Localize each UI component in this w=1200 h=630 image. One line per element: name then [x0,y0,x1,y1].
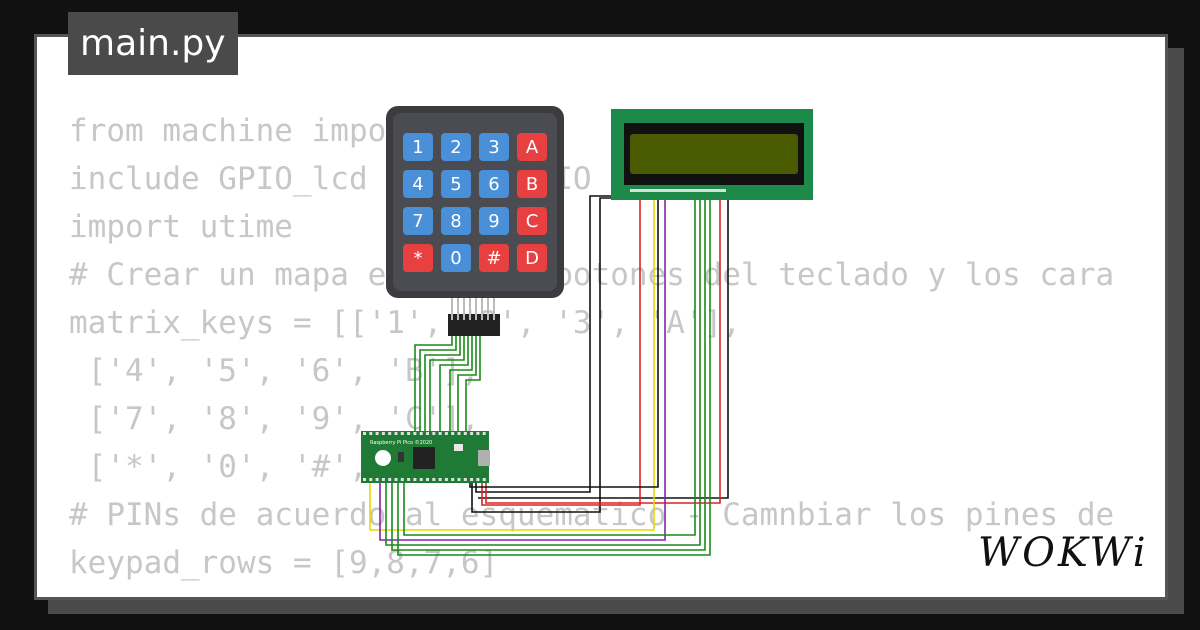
keypad-key-6[interactable]: 6 [479,170,509,198]
keypad-key-5[interactable]: 5 [441,170,471,198]
keypad-key-0[interactable]: 0 [441,244,471,272]
keypad-key-3[interactable]: 3 [479,133,509,161]
keypad-key-label: 2 [450,137,461,158]
keypad-key-A[interactable]: A [517,133,547,161]
pico-label: Raspberry Pi Pico ©2020 [370,439,432,446]
keypad-key-label: 5 [450,174,461,195]
keypad-key-8[interactable]: 8 [441,207,471,235]
wokwi-logo: WOKWi [978,530,1149,576]
wires [369,195,729,556]
pico-bootsel-button [454,444,463,451]
keypad-connector-pins [451,298,495,320]
keypad-key-label: C [526,211,539,232]
keypad-key-1[interactable]: 1 [403,133,433,161]
keypad-key-4[interactable]: 4 [403,170,433,198]
keypad-key-7[interactable]: 7 [403,207,433,235]
wire-lcd-black-3 [469,198,659,488]
keypad-key-label: 0 [450,248,461,269]
keypad-face [393,113,557,291]
keypad-connector [448,314,500,336]
wire-lcd-black-2 [475,195,729,499]
wire-lcd-red-1 [481,198,641,506]
wire-lcd-red-2 [485,198,721,504]
pico-usb-port [478,450,490,466]
keypad-key-label: 6 [488,174,499,195]
wire-lcd-yellow [369,198,655,531]
keypad-key-label: 8 [450,211,461,232]
keypad-key-label: 3 [488,137,499,158]
wire-keypad-pin3 [424,336,461,438]
lcd-screen [630,134,798,174]
keypad-key-B[interactable]: B [517,170,547,198]
keypad-key-C[interactable]: C [517,207,547,235]
wire-keypad-pin7 [457,336,477,438]
pico-pins-top [363,432,486,435]
keypad-key-label: A [526,137,539,158]
wire-keypad-pin1 [414,336,453,438]
keypad-key-label: 7 [412,211,423,232]
lcd-display[interactable] [611,109,813,200]
keypad-key-label: 9 [488,211,499,232]
keypad-key-label: # [486,248,501,269]
wire-lcd-green-1 [385,198,701,546]
wire-lcd-purple [379,198,666,541]
wire-lcd-black-1 [471,197,632,513]
wire-keypad-pin4 [429,336,465,438]
wire-lcd-green-3 [397,198,711,556]
pico-chip [413,447,435,469]
pico-flash-chip [398,452,404,462]
keypad-key-label: D [525,248,539,269]
keypad-key-label: B [526,174,538,195]
raspberry-logo-icon [375,450,391,466]
keypad-key-*[interactable]: * [403,244,433,272]
keypad-key-9[interactable]: 9 [479,207,509,235]
code-line: keypad_columns = [5,4,3,2] [69,587,1133,597]
pico-pins-bottom [363,478,486,481]
code-line: # PINs de acuerdo al esquematico - Camnb… [69,497,1115,533]
keypad-key-label: 4 [412,174,423,195]
wire-lcd-green-4 [403,198,696,536]
pico-board[interactable]: Raspberry Pi Pico ©2020 [361,431,490,483]
keypad-key-D[interactable]: D [517,244,547,272]
wire-lcd-green-2 [391,198,706,551]
keypad-key-label: 1 [412,137,423,158]
keypad[interactable]: 1 2 3 A 4 5 6 B 7 8 9 C * 0 # D [386,106,564,336]
wire-keypad-pin8 [465,336,481,438]
file-tab[interactable]: main.py [68,12,238,75]
keypad-keys: 1 2 3 A 4 5 6 B 7 8 9 C * 0 # D [403,133,547,272]
wire-keypad-pin5 [439,336,469,438]
code-line: import utime [69,209,293,245]
keypad-key-2[interactable]: 2 [441,133,471,161]
keypad-key-#[interactable]: # [479,244,509,272]
keypad-key-label: * [414,248,423,269]
lcd-pins [630,189,726,192]
wire-keypad-pin2 [419,336,457,438]
wire-keypad-pin6 [449,336,473,438]
code-line: keypad_rows = [9,8,7,6] [69,545,499,581]
code-line: from machine import [69,113,424,149]
